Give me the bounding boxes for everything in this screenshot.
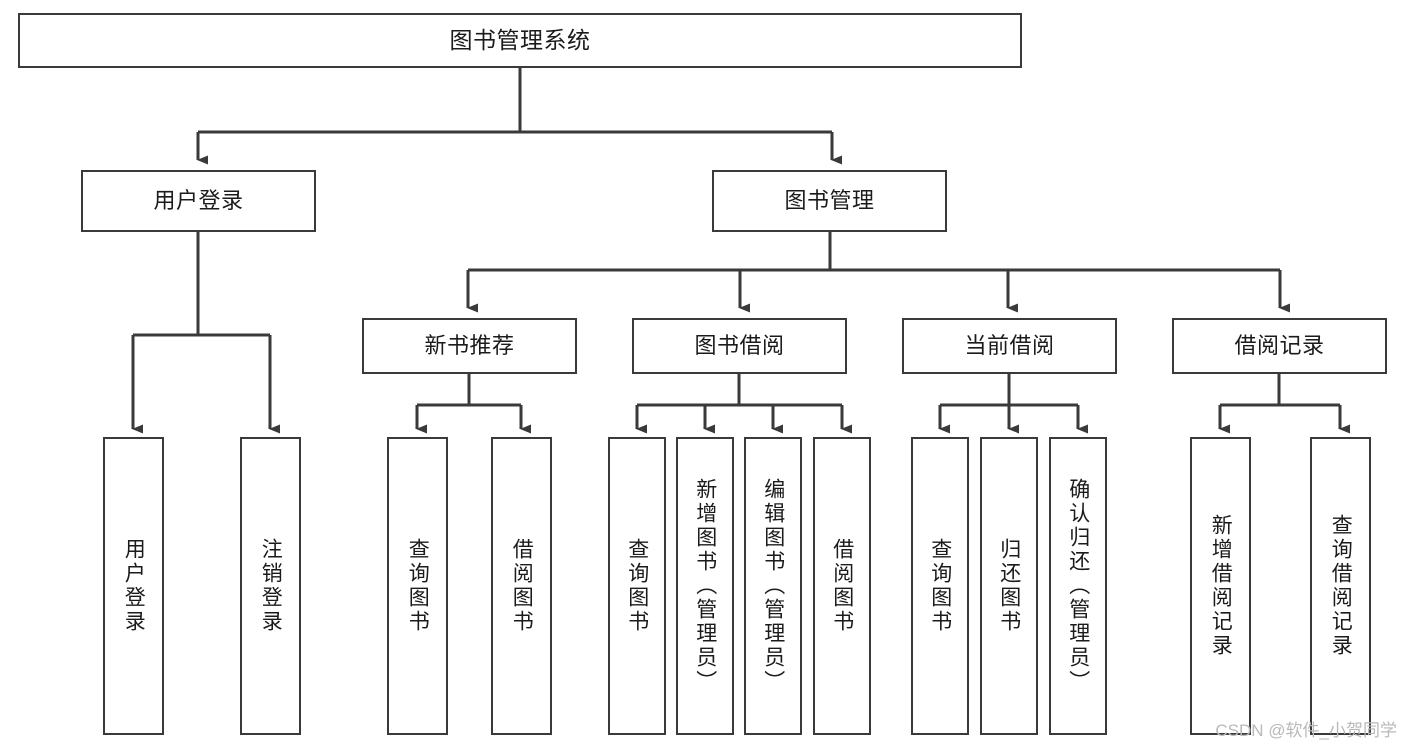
node-leaf-query-book-2-label: 查询图书 bbox=[625, 538, 649, 634]
node-leaf-query-book-3[interactable]: 查询图书 bbox=[911, 437, 969, 735]
node-leaf-add-book-label: 新增图书（管理员） bbox=[693, 478, 717, 694]
node-leaf-borrow-book-1[interactable]: 借阅图书 bbox=[491, 437, 552, 735]
node-leaf-confirm-return-label: 确认归还（管理员） bbox=[1066, 478, 1090, 694]
node-user-login[interactable]: 用户登录 bbox=[81, 170, 316, 232]
node-leaf-logout[interactable]: 注销登录 bbox=[240, 437, 301, 735]
node-leaf-user-login-label: 用户登录 bbox=[122, 538, 146, 634]
node-root-label: 图书管理系统 bbox=[449, 26, 591, 53]
node-leaf-logout-label: 注销登录 bbox=[259, 538, 283, 634]
node-leaf-add-record[interactable]: 新增借阅记录 bbox=[1190, 437, 1251, 735]
node-leaf-borrow-book-2[interactable]: 借阅图书 bbox=[813, 437, 871, 735]
node-leaf-query-book-3-label: 查询图书 bbox=[928, 538, 952, 634]
node-leaf-edit-book[interactable]: 编辑图书（管理员） bbox=[744, 437, 802, 735]
node-user-login-label: 用户登录 bbox=[153, 187, 244, 213]
node-book-manage[interactable]: 图书管理 bbox=[712, 170, 947, 232]
node-current-borrow[interactable]: 当前借阅 bbox=[902, 318, 1117, 374]
node-leaf-query-book-2[interactable]: 查询图书 bbox=[608, 437, 666, 735]
node-borrow-record[interactable]: 借阅记录 bbox=[1172, 318, 1387, 374]
watermark-text: CSDN @软件_小贺同学 bbox=[1215, 721, 1397, 740]
node-leaf-query-book-1-label: 查询图书 bbox=[406, 538, 430, 634]
node-leaf-query-book-1[interactable]: 查询图书 bbox=[387, 437, 448, 735]
node-leaf-borrow-book-2-label: 借阅图书 bbox=[830, 538, 854, 634]
node-leaf-borrow-book-1-label: 借阅图书 bbox=[510, 538, 534, 634]
node-book-manage-label: 图书管理 bbox=[784, 187, 875, 213]
node-leaf-confirm-return[interactable]: 确认归还（管理员） bbox=[1049, 437, 1107, 735]
node-book-borrow-label: 图书借阅 bbox=[694, 332, 785, 358]
node-leaf-query-record-label: 查询借阅记录 bbox=[1329, 514, 1353, 658]
node-leaf-return-book[interactable]: 归还图书 bbox=[980, 437, 1038, 735]
node-new-book-recommend[interactable]: 新书推荐 bbox=[362, 318, 577, 374]
node-leaf-user-login[interactable]: 用户登录 bbox=[103, 437, 164, 735]
node-leaf-query-record[interactable]: 查询借阅记录 bbox=[1310, 437, 1371, 735]
node-root[interactable]: 图书管理系统 bbox=[18, 13, 1022, 68]
node-book-borrow[interactable]: 图书借阅 bbox=[632, 318, 847, 374]
node-leaf-return-book-label: 归还图书 bbox=[997, 538, 1021, 634]
node-leaf-add-book[interactable]: 新增图书（管理员） bbox=[676, 437, 734, 735]
node-leaf-edit-book-label: 编辑图书（管理员） bbox=[761, 478, 785, 694]
node-borrow-record-label: 借阅记录 bbox=[1234, 332, 1325, 358]
node-new-book-recommend-label: 新书推荐 bbox=[424, 332, 515, 358]
node-leaf-add-record-label: 新增借阅记录 bbox=[1209, 514, 1233, 658]
node-current-borrow-label: 当前借阅 bbox=[964, 332, 1055, 358]
